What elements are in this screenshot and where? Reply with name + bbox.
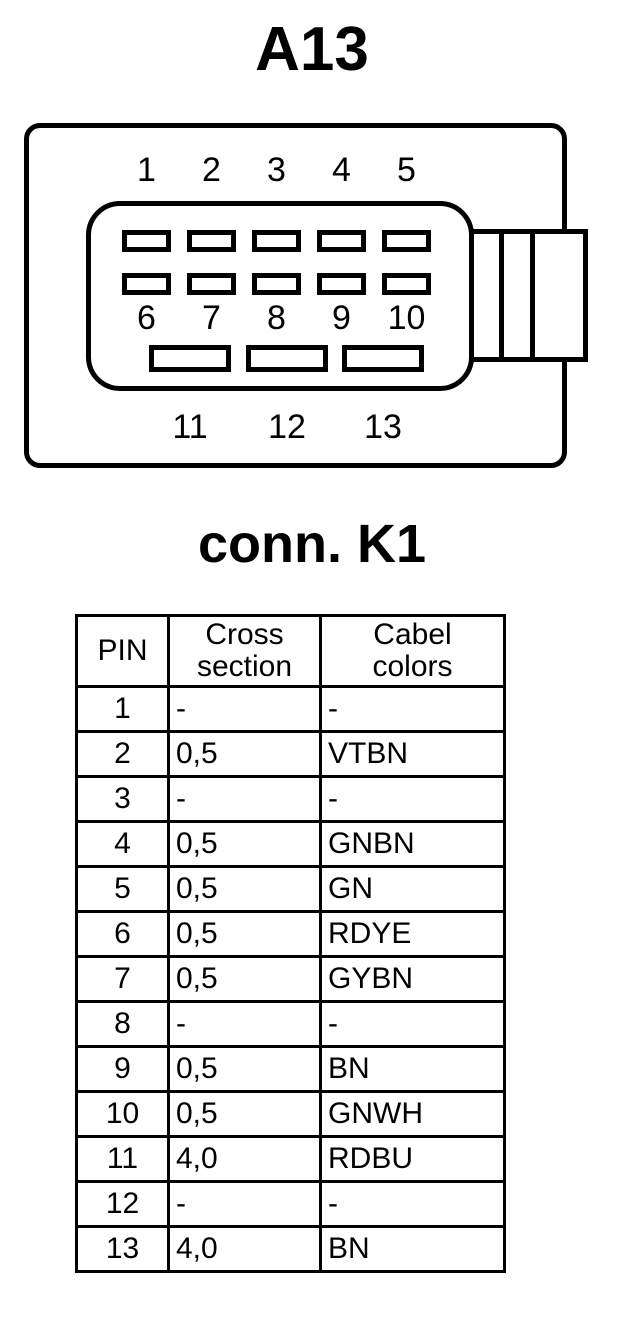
column-header-cabel-colors-line1: Cabel xyxy=(373,618,452,651)
cell-cross-section: 0,5 xyxy=(167,910,322,958)
page-title: A13 xyxy=(255,15,369,84)
connector-name-label: conn. K1 xyxy=(197,514,427,574)
pin-slot-8 xyxy=(252,273,301,295)
table-row: 12-- xyxy=(75,1180,506,1228)
pin-slot-13 xyxy=(342,345,424,372)
cell-cabel-color: BN xyxy=(319,1225,506,1273)
pin-slot-9 xyxy=(317,273,366,295)
cell-cabel-color: - xyxy=(319,1000,506,1048)
cell-cabel-color: - xyxy=(319,685,506,733)
pin-slot-12 xyxy=(246,345,328,372)
pin-label-11: 11 xyxy=(172,408,208,446)
cell-pin: 1 xyxy=(75,685,170,733)
cell-cross-section: 0,5 xyxy=(167,955,322,1003)
latch-rib-3 xyxy=(530,229,535,362)
table-row: 8-- xyxy=(75,1000,506,1048)
cell-cabel-color: GN xyxy=(319,865,506,913)
cell-pin: 3 xyxy=(75,775,170,823)
pin-label-3: 3 xyxy=(267,151,286,189)
cell-pin: 13 xyxy=(75,1225,170,1273)
cell-cross-section: - xyxy=(167,1000,322,1048)
pin-label-13: 13 xyxy=(364,408,402,446)
cell-cross-section: - xyxy=(167,685,322,733)
cell-cabel-color: - xyxy=(319,1180,506,1228)
cell-cross-section: 0,5 xyxy=(167,730,322,778)
cell-pin: 2 xyxy=(75,730,170,778)
column-header-cabel-colors: Cabel colors xyxy=(319,614,506,688)
column-header-pin: PIN xyxy=(75,614,170,688)
cell-cross-section: 4,0 xyxy=(167,1135,322,1183)
connector-diagram: 1 2 3 4 5 6 7 8 9 10 11 12 13 xyxy=(24,123,588,468)
pin-slot-7 xyxy=(187,273,236,295)
cell-pin: 4 xyxy=(75,820,170,868)
pin-label-5: 5 xyxy=(397,151,416,189)
cell-pin: 7 xyxy=(75,955,170,1003)
pin-slot-3 xyxy=(252,230,301,252)
pin-label-12: 12 xyxy=(268,408,306,446)
latch-rib-4 xyxy=(583,229,588,362)
pin-slot-1 xyxy=(122,230,171,252)
pin-label-1: 1 xyxy=(137,151,156,189)
column-header-cross-section: Cross section xyxy=(167,614,322,688)
cell-pin: 8 xyxy=(75,1000,170,1048)
pin-slot-10 xyxy=(382,273,431,295)
cell-cabel-color: GNBN xyxy=(319,820,506,868)
pin-slot-5 xyxy=(382,230,431,252)
latch-rib-2 xyxy=(499,229,504,362)
pin-label-9: 9 xyxy=(332,299,351,337)
cell-cross-section: 0,5 xyxy=(167,1045,322,1093)
pin-slot-4 xyxy=(317,230,366,252)
pin-table-header: PIN Cross section Cabel colors xyxy=(75,614,506,688)
column-header-cross-section-line1: Cross xyxy=(205,618,284,651)
cell-cabel-color: RDYE xyxy=(319,910,506,958)
column-header-cross-section-line2: section xyxy=(196,650,293,683)
cell-cross-section: 0,5 xyxy=(167,1090,322,1138)
cell-cross-section: - xyxy=(167,1180,322,1228)
cell-cabel-color: GYBN xyxy=(319,955,506,1003)
pin-label-2: 2 xyxy=(202,151,221,189)
cell-pin: 11 xyxy=(75,1135,170,1183)
pin-label-8: 8 xyxy=(267,299,286,337)
table-header-row: PIN Cross section Cabel colors xyxy=(75,614,506,688)
pin-label-7: 7 xyxy=(202,299,221,337)
cell-pin: 10 xyxy=(75,1090,170,1138)
cell-cross-section: 0,5 xyxy=(167,865,322,913)
cell-cabel-color: GNWH xyxy=(319,1090,506,1138)
cell-pin: 9 xyxy=(75,1045,170,1093)
cell-cabel-color: VTBN xyxy=(319,730,506,778)
pin-slot-11 xyxy=(149,345,231,372)
cell-cross-section: 0,5 xyxy=(167,820,322,868)
cell-cabel-color: BN xyxy=(319,1045,506,1093)
pin-slot-6 xyxy=(122,273,171,295)
table-row: 3-- xyxy=(75,775,506,823)
cell-cabel-color: - xyxy=(319,775,506,823)
pin-label-10: 10 xyxy=(387,299,426,337)
pin-label-4: 4 xyxy=(332,151,351,189)
cell-cross-section: 4,0 xyxy=(167,1225,322,1273)
cell-pin: 6 xyxy=(75,910,170,958)
pin-slot-2 xyxy=(187,230,236,252)
table-row: 1-- xyxy=(75,685,506,733)
pin-label-6: 6 xyxy=(137,299,156,337)
cell-pin: 5 xyxy=(75,865,170,913)
connector-latch-tab xyxy=(468,229,588,362)
cell-cross-section: - xyxy=(167,775,322,823)
cell-cabel-color: RDBU xyxy=(319,1135,506,1183)
cell-pin: 12 xyxy=(75,1180,170,1228)
column-header-cabel-colors-line2: colors xyxy=(372,650,453,683)
